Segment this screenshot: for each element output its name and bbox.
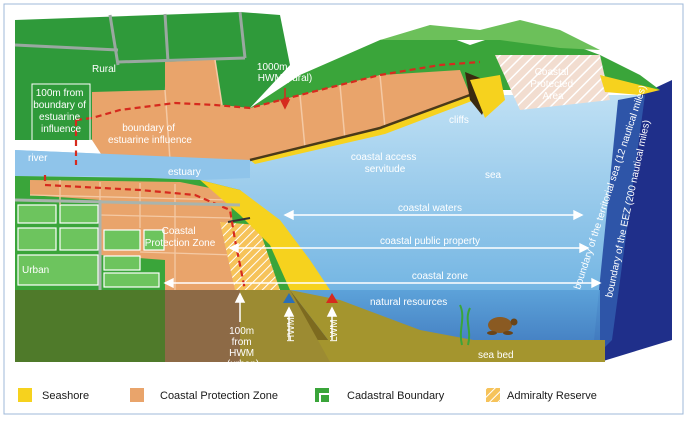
- legend-swatch-admiralty: [486, 388, 500, 402]
- admiralty-reserve-zone: [220, 222, 280, 290]
- legend-label-cpz: Coastal Protection Zone: [160, 390, 278, 402]
- hwm-label: HWM: [286, 317, 297, 342]
- ground-beach-section: [240, 290, 330, 362]
- boundary-estuarine-label: boundary of estuarine influence: [108, 123, 192, 146]
- hwm-urban-label: 100m from HWM (urban): [227, 326, 259, 370]
- coastal-protected-area: [495, 55, 610, 110]
- hwm-rural-arrow: [279, 88, 291, 110]
- coastal-zone-label: coastal zone: [412, 271, 469, 282]
- cliffs-label: cliffs: [449, 115, 469, 126]
- coastal-public-property-label: coastal public property: [380, 236, 480, 247]
- legend: Seashore Coastal Protection Zone Cadastr…: [18, 388, 597, 402]
- urban-cpz-parcels: [29, 180, 236, 290]
- coastal-protected-area-label: Coastal Protected Area: [530, 67, 576, 102]
- sea-label: sea: [485, 170, 502, 181]
- ground-cpz-section: [165, 290, 240, 362]
- lwm-marker-icon: [326, 293, 338, 303]
- estuary-label: estuary: [168, 167, 201, 178]
- hwm-rural-label: 1000m from HWM (rural): [257, 62, 313, 84]
- sea-bed-label: sea bed: [478, 350, 514, 361]
- legend-swatch-cpz: [130, 388, 144, 402]
- legend-label-cadastral: Cadastral Boundary: [347, 390, 445, 402]
- coastal-waters-label: coastal waters: [398, 203, 462, 214]
- rural-hwm-line: [249, 93, 471, 162]
- marker-arrows: [234, 292, 338, 340]
- lwm-label: LWM: [329, 319, 340, 342]
- far-hills: [380, 20, 600, 50]
- cliffs-top: [470, 75, 505, 118]
- turtle-icon: [487, 317, 518, 335]
- hwm-marker-icon: [283, 293, 295, 303]
- natural-resources-label: natural resources: [370, 297, 447, 308]
- river: [15, 150, 250, 180]
- legend-label-seashore: Seashore: [42, 390, 89, 402]
- coastal-access-label: coastal access servitude: [351, 152, 419, 175]
- cliffs-edge: [600, 75, 660, 95]
- legend-swatch-seashore: [18, 388, 32, 402]
- estuarine-100m-label: 100m from boundary of estuarine influenc…: [33, 88, 89, 135]
- river-label: river: [28, 153, 48, 164]
- cpz-parcels: [164, 59, 386, 161]
- urban-hwm-shoreline: [227, 217, 251, 223]
- zone-arrows: [163, 209, 602, 289]
- cpz-rural-strip: [250, 70, 470, 160]
- legend-label-admiralty: Admiralty Reserve: [507, 390, 597, 402]
- roads: [14, 198, 241, 290]
- urban-parcels: [17, 204, 165, 288]
- cpz-rural: [92, 60, 250, 165]
- rural-label: Rural: [92, 64, 116, 75]
- territorial-band: [592, 95, 645, 360]
- cadastral-swatch-line: [319, 393, 329, 402]
- dashed-boundaries: [43, 60, 481, 291]
- estuarine-label-box: [31, 83, 91, 151]
- coastal-protection-zone-label: Coastal Protection Zone: [145, 226, 216, 249]
- urban-label: Urban: [22, 265, 49, 276]
- urban-seashore: [200, 180, 330, 290]
- ground-left-dark: [15, 290, 165, 362]
- seaweed-icon: [459, 304, 471, 346]
